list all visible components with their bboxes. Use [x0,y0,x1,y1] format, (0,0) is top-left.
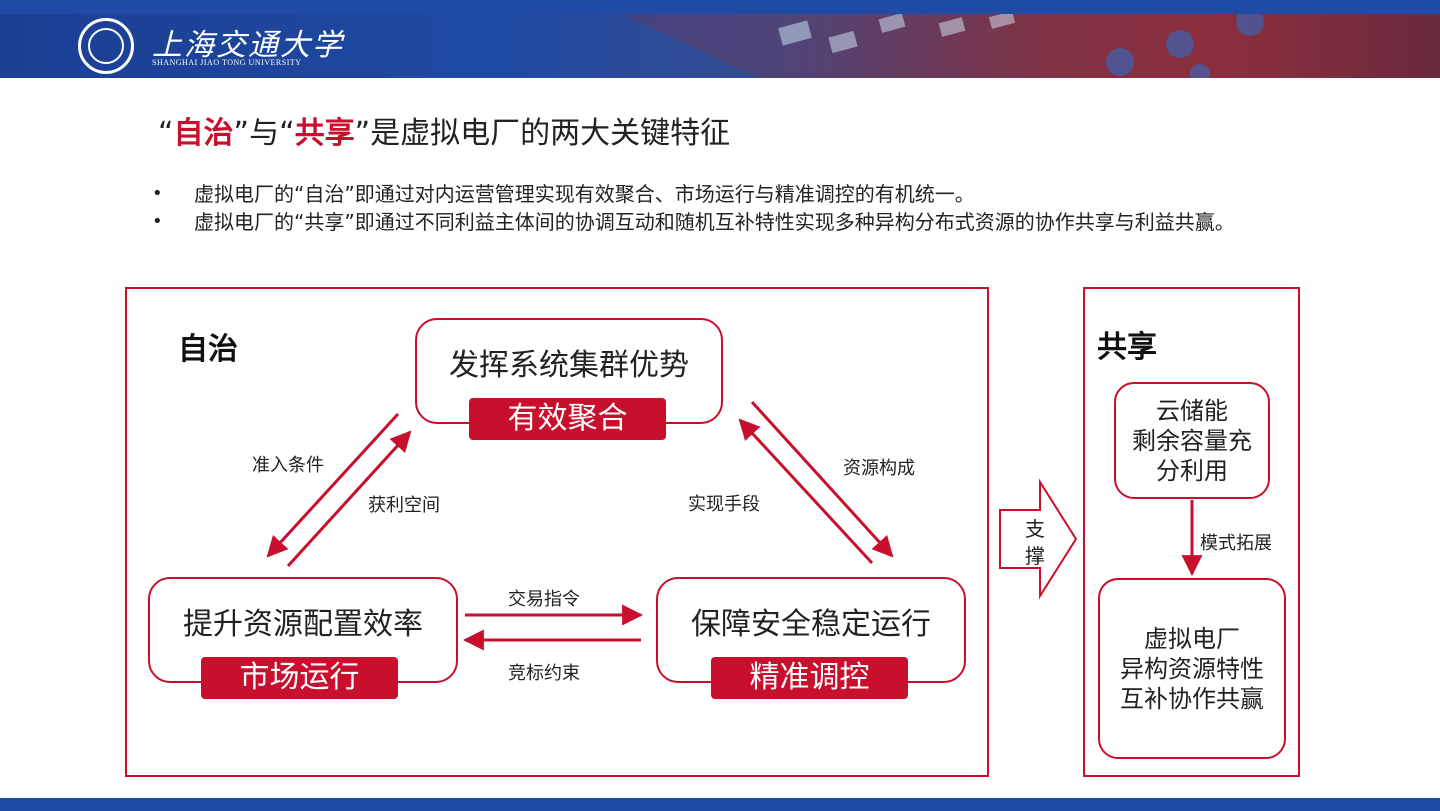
arrow-top-to-left [266,412,400,558]
edge-label-means: 实现手段 [688,494,760,515]
node-cloud-storage: 云储能 剩余容量充 分利用 [1114,382,1270,499]
bullet-item-autonomy: 虚拟电厂的“自治”即通过对内运营管理实现有效聚合、市场运行与精准调控的有机统一。 [150,180,1300,208]
university-logo [78,18,134,74]
node-vpp-complementarity: 虚拟电厂 异构资源特性 互补协作共赢 [1098,578,1286,759]
node-cloud-storage-line-3: 分利用 [1156,456,1228,485]
edge-label-trade-instruction: 交易指令 [508,589,580,610]
title-quote-open-2: “ [279,116,295,151]
node-resource-efficiency-text: 提升资源配置效率 [183,607,423,642]
slide-title: “自治”与“共享”是虚拟电厂的两大关键特征 [158,108,730,152]
sharing-panel [1083,287,1300,777]
title-quote-close-1: ” [233,116,250,151]
university-name: 上海交通大学 [152,28,344,63]
tag-precise-control: 精准调控 [711,657,908,699]
node-cloud-storage-line-2: 剩余容量充 [1132,426,1252,455]
support-label-char-2: 撑 [1025,544,1045,568]
node-cluster-advantage: 发挥系统集群优势 [415,318,723,424]
node-cluster-advantage-text: 发挥系统集群优势 [449,348,689,383]
node-vpp-line-2: 异构资源特性 [1120,654,1264,683]
node-vpp-line-1: 虚拟电厂 [1144,624,1240,653]
banner-decoration [620,14,1440,78]
support-arrow [999,478,1078,600]
edge-label-resource-composition: 资源构成 [843,458,915,479]
title-rest: 是虚拟电厂的两大关键特征 [370,116,731,151]
top-color-bar [0,0,1440,14]
tag-market-operation: 市场运行 [201,657,398,699]
edge-label-pattern-expansion: 模式拓展 [1200,533,1272,554]
edge-label-profit-space: 获利空间 [368,495,440,516]
autonomy-panel [125,287,989,777]
university-name-english: SHANGHAI JIAO TONG UNIVERSITY [152,58,302,67]
title-connector: 与 [249,116,280,151]
title-quote-close-2: ” [354,116,371,151]
edge-label-access-conditions: 准入条件 [252,455,324,476]
node-cloud-storage-line-1: 云储能 [1156,396,1228,425]
edge-label-bidding-constraint: 竞标约束 [508,663,580,684]
bottom-color-bar [0,798,1440,811]
tag-effective-aggregation: 有效聚合 [469,398,666,440]
support-label-char-1: 支 [1025,517,1045,541]
title-keyword-autonomy: 自治 [173,116,234,151]
node-safe-operation-text: 保障安全稳定运行 [691,607,931,642]
bullet-list: 虚拟电厂的“自治”即通过对内运营管理实现有效聚合、市场运行与精准调控的有机统一。… [150,180,1300,236]
arrow-right-to-top [738,418,874,565]
arrow-top-to-right [750,400,894,558]
title-quote-open-1: “ [158,116,174,151]
bullet-item-sharing: 虚拟电厂的“共享”即通过不同利益主体间的协调互动和随机互补特性实现多种异构分布式… [150,208,1300,236]
arrow-left-to-top [286,430,412,568]
sharing-panel-label: 共享 [1097,330,1157,365]
autonomy-panel-label: 自治 [178,332,238,367]
title-keyword-sharing: 共享 [294,116,355,151]
node-vpp-line-3: 互补协作共赢 [1120,684,1264,713]
header-banner: 上海交通大学 SHANGHAI JIAO TONG UNIVERSITY [0,14,1440,78]
node-safe-operation: 保障安全稳定运行 [656,577,966,683]
